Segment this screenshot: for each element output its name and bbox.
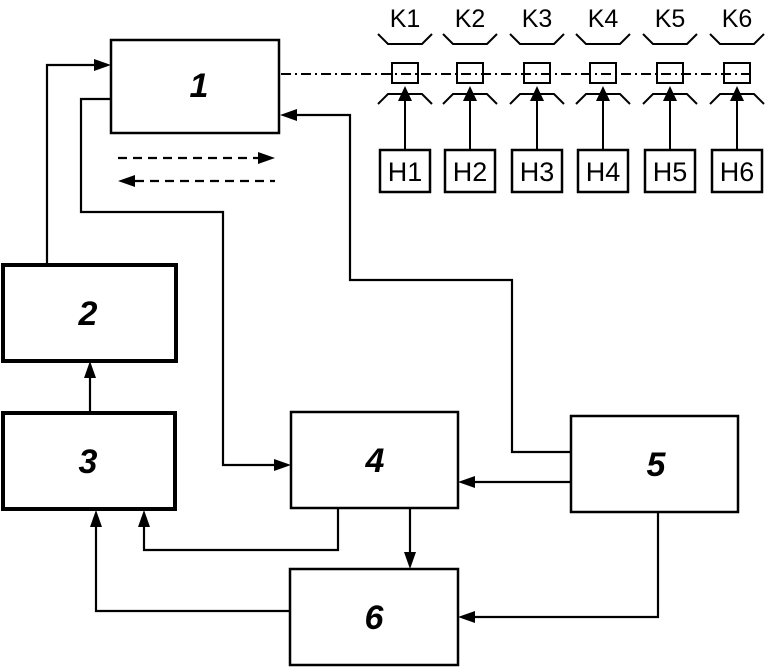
connector-3-to-2 — [84, 361, 96, 413]
block-3-label: 3 — [79, 443, 98, 481]
arc-top-icon — [442, 33, 498, 45]
sensor-h-label: H6 — [720, 157, 755, 187]
sensor-h-box — [710, 148, 764, 194]
sensor-h-label: H2 — [453, 157, 488, 187]
sensor-k-label: K3 — [522, 5, 553, 33]
sensor-5: K5 H5 — [642, 5, 698, 194]
dashed-arrow-right — [118, 152, 275, 164]
block-4-label: 4 — [365, 442, 385, 480]
sensor-h-box — [443, 148, 497, 194]
sensor-h-box — [510, 148, 564, 194]
block-4: 4 — [289, 410, 460, 510]
sensor-element-icon — [456, 62, 484, 84]
arc-top-icon — [642, 33, 698, 45]
connector-5-to-4 — [458, 476, 571, 488]
sensor-h-label: H4 — [586, 157, 621, 187]
connector-5-to-1 — [280, 109, 571, 454]
block-5-label: 5 — [647, 446, 667, 484]
sensor-k-label: K4 — [588, 5, 619, 33]
sensor-6: K6 H6 — [709, 5, 765, 194]
block-2-label: 2 — [78, 295, 98, 333]
sensor-k-label: K2 — [455, 5, 486, 33]
sensor-h-box — [643, 148, 697, 194]
connector-1-to-4 — [79, 97, 291, 471]
block-2: 2 — [1, 263, 178, 363]
sensor-4: K4 H4 — [575, 5, 631, 194]
sensor-h-label: H3 — [520, 157, 555, 187]
sensor-h-box — [378, 148, 432, 194]
sensor-element-icon — [589, 62, 617, 84]
arc-top-icon — [509, 33, 565, 45]
sensor-element-icon — [723, 62, 751, 84]
sensor-h-label: H5 — [653, 157, 688, 187]
sensor-h-box — [576, 148, 630, 194]
connector-4-to-6 — [404, 508, 416, 569]
block-6-label: 6 — [365, 599, 385, 637]
block-6: 6 — [288, 567, 460, 667]
sensor-element-icon — [523, 62, 551, 84]
sensor-element-icon — [656, 62, 684, 84]
arc-top-icon — [709, 33, 765, 45]
sensor-k-label: K6 — [722, 5, 753, 33]
block-1-label: 1 — [190, 67, 209, 105]
arc-top-icon — [377, 33, 433, 45]
sensor-k-label: K1 — [390, 5, 421, 33]
connector-5-to-6 — [458, 512, 660, 623]
sensor-h-label: H1 — [388, 157, 423, 187]
dashed-arrow-left — [118, 175, 275, 187]
sensor-k-label: K5 — [655, 5, 686, 33]
connector-2-to-1 — [45, 59, 111, 265]
sensor-2: K2 H2 — [442, 5, 498, 194]
block-3: 3 — [1, 411, 177, 511]
arc-top-icon — [575, 33, 631, 45]
sensor-3: K3 H3 — [509, 5, 565, 194]
connector-6-to-3 — [90, 510, 290, 613]
sensor-1: K1 H1 — [377, 5, 433, 194]
block-5: 5 — [569, 414, 740, 514]
block-1: 1 — [109, 38, 281, 135]
connector-4-to-3 — [138, 508, 340, 552]
sensor-element-icon — [391, 62, 419, 84]
